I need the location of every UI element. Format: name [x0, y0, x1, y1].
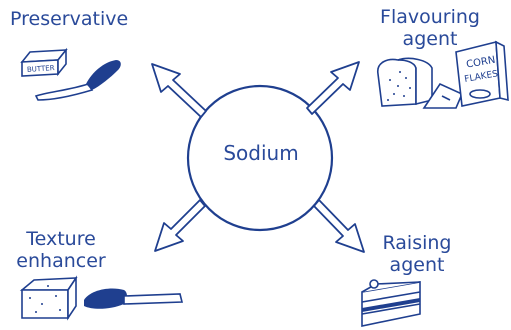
center-label: Sodium: [206, 141, 316, 165]
spatula-icon: [84, 288, 182, 308]
label-texture-line2: enhancer: [6, 250, 116, 272]
cake-icon: [362, 280, 420, 326]
label-raising-line1: Raising: [372, 232, 462, 254]
arrow-texture: [155, 200, 205, 251]
label-preservative: Preservative: [10, 8, 128, 30]
butter-icon: BUTTER: [22, 50, 66, 76]
label-raising-agent: Raising agent: [372, 232, 462, 276]
label-flavouring-line2: agent: [370, 28, 490, 50]
arrow-raising: [314, 200, 364, 252]
label-flavouring-line1: Flavouring: [370, 6, 490, 28]
arrow-flavouring: [307, 62, 359, 114]
cheese-icon: [22, 278, 76, 318]
cornflakes-box-icon: CORN FLAKES: [456, 42, 508, 106]
label-texture-line1: Texture: [6, 228, 116, 250]
label-texture-enhancer: Texture enhancer: [6, 228, 116, 272]
arrow-preservative: [152, 64, 206, 117]
label-raising-line2: agent: [372, 254, 462, 276]
bread-icon: [378, 58, 432, 106]
label-preservative-line1: Preservative: [10, 8, 128, 30]
label-flavouring-agent: Flavouring agent: [370, 6, 490, 50]
